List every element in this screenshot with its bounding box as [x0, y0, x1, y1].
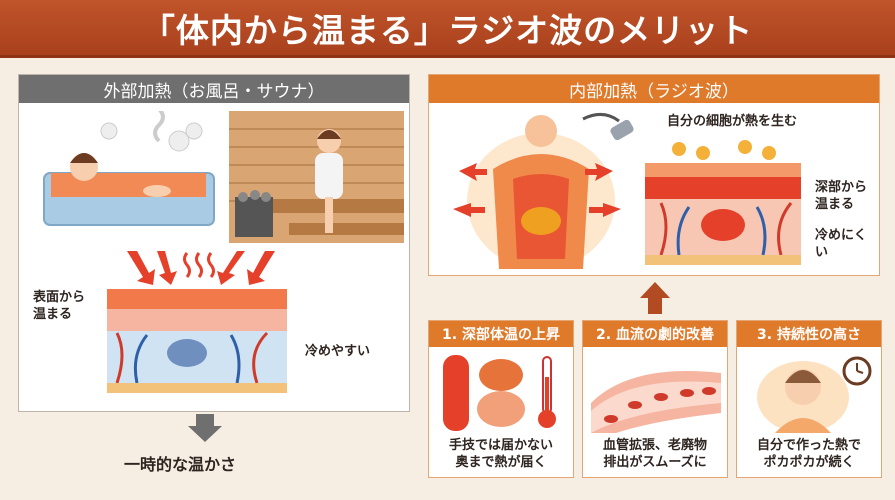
benefit-card-text: 手技では届かない 奥まで熱が届く: [448, 438, 553, 470]
surface-heating-label: 表面から 温まる: [33, 290, 86, 322]
benefit-card-title: 1. 深部体温の上昇: [429, 321, 573, 347]
body-heat-illustration: [453, 113, 634, 269]
benefit-card-text: 血管拡張、老廃物 排出がスムーズに: [602, 438, 707, 470]
benefit-card-deep-temperature: 1. 深部体温の上昇 手技では届かない 奥まで熱が届く: [428, 320, 574, 478]
down-arrow-icon: [188, 414, 222, 442]
internal-heating-panel: 内部加熱（ラジオ波） 自分の細胞が熱を生む: [428, 74, 880, 276]
blood-vessel-illustration: [591, 371, 721, 433]
warm-person-illustration: [757, 356, 872, 433]
benefit-card-text: 自分で作った熱で ポカポカが続く: [756, 438, 861, 470]
benefit-card-blood-flow: 2. 血流の劇的改善 血管拡張、老廃物 排出がスムーズに: [582, 320, 728, 478]
page-title: 「体内から温まる」ラジオ波のメリット: [141, 10, 754, 50]
surface-heating-cross-section: [107, 251, 287, 393]
internal-heating-header: 内部加熱（ラジオ波）: [429, 75, 879, 103]
up-arrow-icon: [640, 282, 670, 314]
benefit-card-title: 3. 持続性の高さ: [737, 321, 881, 347]
deep-heating-label: 深部から 温まる: [815, 180, 868, 212]
temporary-warmth-label: 一時的な温かさ: [124, 455, 237, 474]
cools-easily-label: 冷めやすい: [305, 344, 371, 359]
deep-organs-illustration: [443, 355, 556, 431]
cells-generate-heat-label: 自分の細胞が熱を生む: [667, 114, 798, 129]
benefit-card-title: 2. 血流の劇的改善: [583, 321, 727, 347]
deep-heating-cross-section: [645, 140, 801, 265]
bath-illustration: [43, 111, 215, 226]
external-heating-panel: 外部加熱（お風呂・サウナ）: [18, 74, 410, 412]
sauna-illustration: [229, 111, 404, 243]
title-bar: 「体内から温まる」ラジオ波のメリット: [0, 0, 895, 58]
stays-warm-label: 冷めにくい: [815, 228, 867, 260]
benefit-card-persistence: 3. 持続性の高さ 自分で作った熱で ポカポカが続く: [736, 320, 882, 478]
external-heating-header: 外部加熱（お風呂・サウナ）: [19, 75, 409, 103]
